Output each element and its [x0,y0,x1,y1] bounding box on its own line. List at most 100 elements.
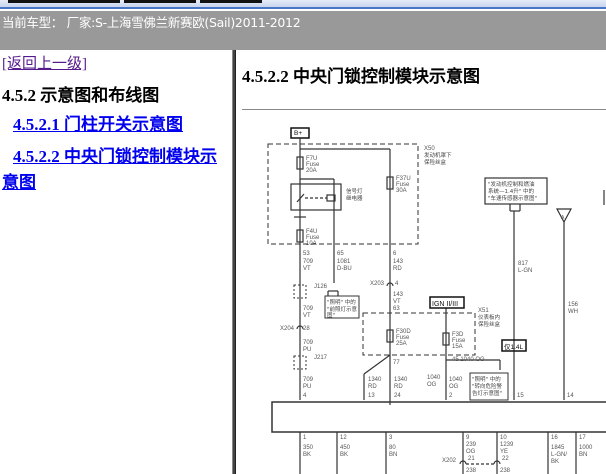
svg-text:53: 53 [303,251,310,257]
page-title: 4.5.2.2 中央门锁控制模块示意图 [242,67,480,86]
svg-text:143: 143 [393,292,404,298]
svg-text:J217: J217 [314,355,328,361]
svg-text:"照明" 中的: "照明" 中的 [472,375,501,383]
svg-text:709: 709 [303,340,314,346]
navigation-pane: [返回上一级] 4.5.2 示意图和布线图 4.5.2.1 门柱开关示意图 4.… [0,50,232,474]
nav-link-central-lock-module[interactable]: 4.5.2.2 中央门锁控制模块示意图 [2,147,217,192]
svg-text:450: 450 [340,445,351,451]
svg-text:仅1.4L: 仅1.4L [504,342,524,351]
svg-text:BN: BN [579,452,587,458]
svg-text:1: 1 [303,435,307,441]
svg-text:BN: BN [389,452,397,458]
svg-text:Fuse: Fuse [396,335,410,341]
svg-text:13: 13 [368,393,375,399]
svg-text:709: 709 [303,306,314,312]
svg-text:"照明" 中的: "照明" 中的 [327,298,356,306]
svg-text:238: 238 [466,468,477,474]
title-divider [242,109,606,110]
svg-text:1340: 1340 [394,377,408,383]
svg-text:仪表板内: 仪表板内 [478,313,500,321]
svg-text:X51: X51 [478,308,489,314]
svg-text:RD: RD [368,384,377,390]
svg-text:4: 4 [395,281,399,287]
svg-text:24: 24 [394,393,401,399]
svg-text:PU: PU [303,347,311,353]
svg-text:63: 63 [393,306,400,312]
svg-text:25A: 25A [396,341,407,347]
svg-text:2: 2 [449,393,453,399]
svg-text:L-GN/: L-GN/ [551,452,567,458]
svg-text:"转向危险警: "转向危险警 [472,382,503,390]
svg-text:14: 14 [567,393,574,399]
section-heading: 4.5.2 示意图和布线图 [2,86,160,105]
svg-text:继电器: 继电器 [346,194,363,202]
svg-text:Fuse: Fuse [452,338,466,344]
svg-text:Fuse: Fuse [306,235,320,241]
svg-text:10: 10 [500,435,507,441]
svg-text:709: 709 [303,377,314,383]
svg-text:X203: X203 [370,281,385,287]
svg-text:VT: VT [393,299,401,305]
toolbar-tab-2[interactable] [124,0,196,3]
svg-text:Fuse: Fuse [306,162,320,168]
svg-text:17: 17 [579,435,586,441]
current-model-bar: 当前车型： 厂家:S-上海雪佛兰新赛欧(Sail)2011-2012 [0,11,606,50]
svg-text:20A: 20A [306,168,317,174]
svg-text:L-GN: L-GN [518,268,532,274]
svg-text:28: 28 [303,326,310,332]
toolbar-tab-1[interactable] [8,0,120,3]
svg-text:VT: VT [303,266,311,272]
svg-text:X50: X50 [424,146,435,152]
svg-text:RD: RD [394,384,403,390]
nav-link-door-pillar-switch[interactable]: 4.5.2.1 门柱开关示意图 [13,115,183,134]
svg-text:YE: YE [500,449,508,455]
current-model-text: 当前车型： 厂家:S-上海雪佛兰新赛欧(Sail)2011-2012 [2,15,301,30]
svg-text:WH: WH [568,309,578,315]
svg-text:系统—1.4升" 中的: 系统—1.4升" 中的 [488,187,535,195]
svg-text:"车速传感器示意图": "车速传感器示意图" [488,194,537,202]
svg-text:BK: BK [551,459,559,465]
svg-text:77: 77 [393,360,400,366]
svg-text:45 1040 OG: 45 1040 OG [452,357,485,363]
svg-text:信号灯: 信号灯 [346,187,363,195]
content-pane: 4.5.2.2 中央门锁控制模块示意图 [236,50,606,474]
svg-text:保险丝盒: 保险丝盒 [478,320,501,328]
svg-text:X204: X204 [280,326,295,332]
svg-text:F7U: F7U [306,156,317,162]
svg-text:OG: OG [427,382,437,388]
svg-text:1845: 1845 [551,445,565,451]
svg-text:OG: OG [449,384,459,390]
svg-text:12: 12 [340,435,347,441]
svg-text:22: 22 [502,456,509,462]
svg-text:F3D: F3D [452,332,464,338]
window-top-strip [0,0,606,9]
svg-text:PU: PU [303,384,311,390]
svg-text:F37U: F37U [396,176,411,182]
toolbar-tab-3[interactable] [200,0,262,3]
svg-text:238: 238 [500,468,511,474]
svg-text:VT: VT [303,313,311,319]
svg-text:30A: 30A [396,188,407,194]
svg-text:A: A [561,215,565,221]
svg-text:1239: 1239 [500,442,514,448]
svg-text:IGN II/III: IGN II/III [432,301,458,308]
svg-text:1000: 1000 [579,445,593,451]
svg-text:1340: 1340 [368,377,382,383]
svg-text:16: 16 [551,435,558,441]
svg-text:D-BU: D-BU [337,266,352,272]
svg-text:1081: 1081 [337,259,351,265]
back-link[interactable]: [返回上一级] [2,56,87,72]
svg-text:保险丝盒: 保险丝盒 [424,158,447,166]
svg-text:15: 15 [517,393,524,399]
svg-text:709: 709 [303,259,314,265]
svg-text:F30D: F30D [396,329,411,335]
pane-splitter[interactable] [232,50,236,474]
svg-text:OG: OG [466,449,476,455]
svg-text:4: 4 [303,393,307,399]
svg-text:"前照灯示意: "前照灯示意 [327,305,358,313]
svg-text:15A: 15A [452,344,463,350]
svg-text:350: 350 [303,445,314,451]
svg-text:告灯示意图": 告灯示意图" [472,389,502,397]
svg-text:Fuse: Fuse [396,182,410,188]
svg-text:RD: RD [393,266,402,272]
